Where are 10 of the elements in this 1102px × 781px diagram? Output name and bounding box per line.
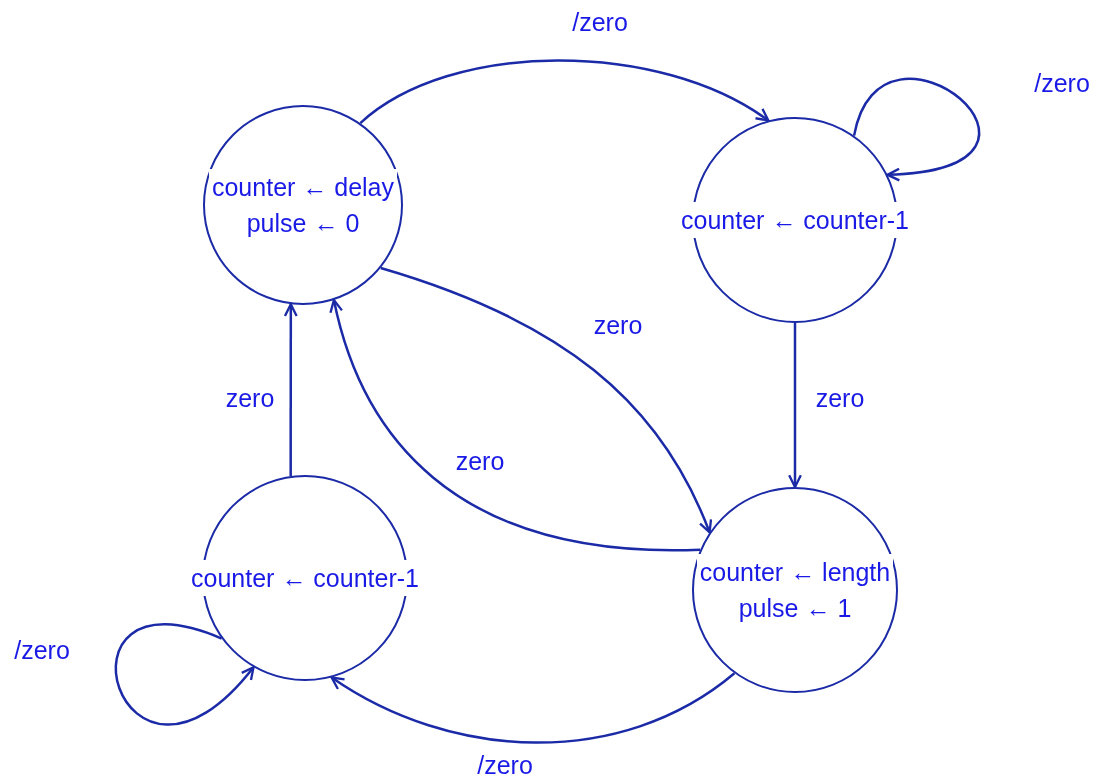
transition-arrow <box>852 78 980 181</box>
transition-arrow <box>788 323 802 489</box>
transition-arrow <box>359 59 770 125</box>
state-circle <box>692 487 898 693</box>
transition-arrow <box>380 266 712 534</box>
state-circle <box>203 105 403 305</box>
transition-arrow <box>330 672 736 744</box>
transition-arrow <box>114 624 255 726</box>
transition-arrow <box>283 303 298 476</box>
transition-arrow <box>329 298 701 551</box>
